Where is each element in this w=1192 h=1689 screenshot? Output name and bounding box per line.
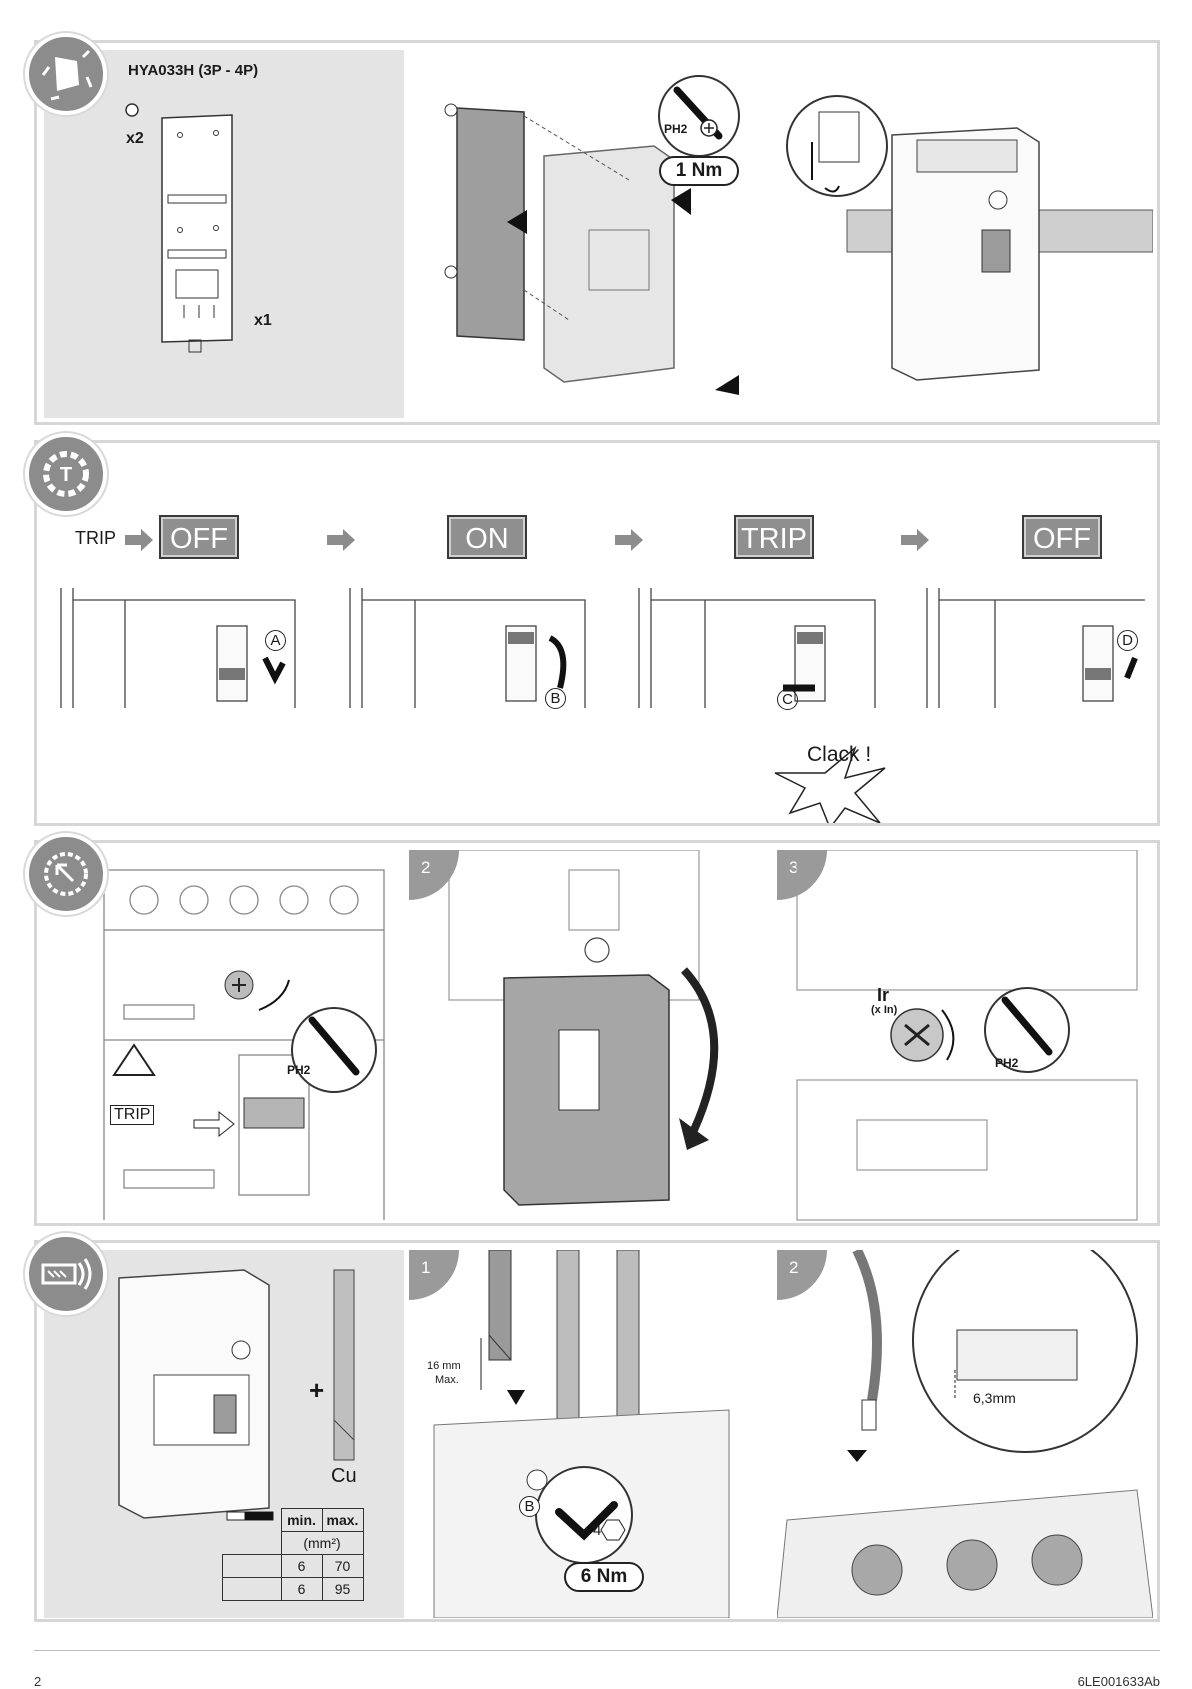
handle-positions-illustration: [55, 588, 1145, 823]
strip-length-label: 16 mm: [427, 1360, 461, 1372]
plate-assembly-illustration: [409, 50, 771, 418]
connection-icon: [25, 1233, 107, 1315]
state-off-2: OFF: [1022, 515, 1102, 559]
screwdriver-type-label: PH2: [995, 1056, 1018, 1070]
step-a-label: A: [265, 630, 286, 651]
test-gear-icon: T: [25, 433, 107, 515]
arrow-right-icon: [327, 529, 355, 551]
ir-label: Ir: [877, 985, 889, 1006]
torque-label: 6 Nm: [564, 1562, 644, 1592]
panel-cable-connection: 1 16 mm Max. B 4 6 Nm: [409, 1250, 771, 1618]
step-b-label: B: [545, 688, 566, 709]
table-row: 6 95: [223, 1578, 364, 1601]
step-d-label: D: [1117, 630, 1138, 651]
panel-ir-setting: 3 Ir (x In) PH2: [777, 850, 1153, 1222]
step-c-label: C: [777, 689, 798, 710]
page-number: 2: [34, 1674, 41, 1689]
strip-max-label: Max.: [435, 1374, 459, 1386]
solid-cable-icon: [223, 1578, 282, 1601]
section-connection: + Cu min. max. (mm²) 6 70 6 95: [34, 1240, 1160, 1622]
arrow-right-icon: [901, 529, 929, 551]
panel-plate-assembly: PH2 1 Nm: [409, 50, 771, 418]
stranded-cable-icon: [223, 1555, 282, 1578]
section-operation-test: T TRIP OFF ON TRIP OFF A B C D Clack !: [34, 440, 1160, 826]
callout-b-label: B: [519, 1496, 540, 1517]
hex-key-size-label: 4: [593, 1522, 601, 1539]
state-off-1: OFF: [159, 515, 239, 559]
panel-auxiliary-tab: 2 6,3mm: [777, 1250, 1153, 1618]
ir-dial-illustration: [777, 850, 1153, 1222]
open-cover-illustration: [409, 850, 771, 1222]
state-trip: TRIP: [734, 515, 814, 559]
state-on: ON: [447, 515, 527, 559]
plus-sign: +: [309, 1375, 324, 1406]
adjustment-dial-icon: [25, 833, 107, 915]
trip-button-label: TRIP: [110, 1105, 154, 1125]
copper-label: Cu: [331, 1465, 357, 1488]
torque-label: 1 Nm: [659, 156, 739, 186]
arrow-right-icon: [615, 529, 643, 551]
arrow-right-icon: [125, 529, 153, 551]
table-unit: (mm²): [281, 1532, 363, 1555]
ir-unit-label: (x In): [871, 1004, 897, 1016]
footer-divider: [34, 1650, 1160, 1651]
table-header-min: min.: [281, 1509, 322, 1532]
panel-din-rail-mounting: [777, 50, 1153, 418]
mounting-icon: [25, 33, 107, 115]
table-row: 6 70: [223, 1555, 364, 1578]
section-mounting: HYA033H (3P - 4P) x2 x1: [34, 40, 1160, 425]
auxiliary-tab-illustration: [777, 1250, 1153, 1618]
svg-text:T: T: [60, 464, 72, 486]
clack-label: Clack !: [807, 743, 871, 767]
din-rail-illustration: [777, 50, 1153, 418]
panel-open-cover: 2: [409, 850, 771, 1222]
screwdriver-type-label: PH2: [664, 122, 687, 136]
tab-size-label: 6,3mm: [973, 1390, 1016, 1406]
document-code: 6LE001633Ab: [1078, 1674, 1160, 1689]
start-state-label: TRIP: [75, 528, 116, 549]
cable-section-table: min. max. (mm²) 6 70 6 95: [222, 1508, 364, 1601]
table-header-max: max.: [322, 1509, 363, 1532]
section-adjustment: TRIP PH2 2 3: [34, 840, 1160, 1226]
screwdriver-type-label: PH2: [287, 1063, 310, 1077]
